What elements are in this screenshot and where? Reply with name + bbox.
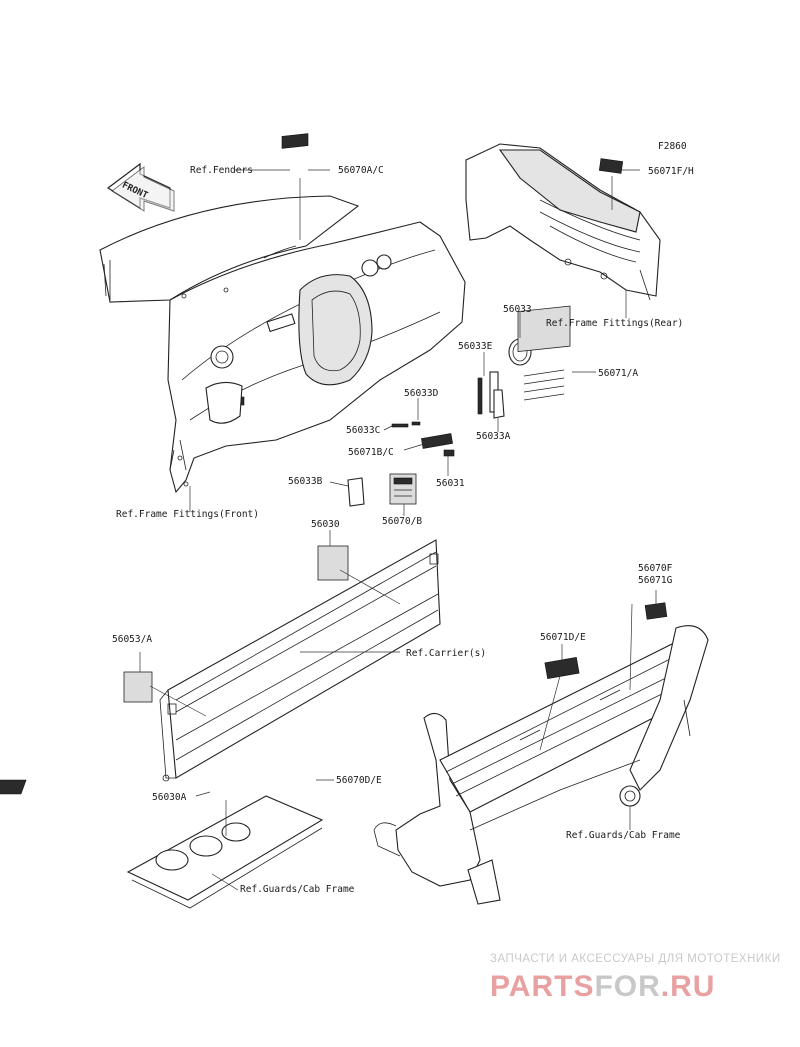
decal-56070B bbox=[389, 473, 417, 505]
label-56033A: 56033A bbox=[476, 431, 511, 442]
label-56071BC: 56071B/C bbox=[348, 447, 394, 458]
floor-plate bbox=[126, 795, 324, 909]
label-ref-guards-cab-right: Ref.Guards/Cab Frame bbox=[566, 830, 681, 841]
label-56071FH: 56071F/H bbox=[648, 166, 694, 177]
decal-56070AC bbox=[281, 133, 309, 149]
label-ref-fenders: Ref.Fenders bbox=[190, 165, 253, 176]
watermark-logo-ru: .RU bbox=[661, 970, 716, 1003]
label-56070F: 56070F bbox=[638, 563, 673, 574]
decal-56070F-56071G bbox=[644, 602, 668, 620]
decal-56071A bbox=[517, 305, 571, 401]
part-56033B bbox=[347, 477, 365, 507]
decal-56071DE bbox=[544, 656, 580, 680]
label-56071G: 56071G bbox=[638, 575, 673, 586]
cab-frame-guards bbox=[373, 625, 709, 905]
label-56071DE: 56071D/E bbox=[540, 632, 586, 643]
part-56033A bbox=[493, 389, 505, 419]
decal-56071BC bbox=[421, 433, 453, 449]
label-56053A: 56053/A bbox=[112, 634, 152, 645]
label-56030A: 56030A bbox=[152, 792, 187, 803]
label-ref-carrier: Ref.Carrier(s) bbox=[406, 648, 486, 659]
label-ref-frame-front: Ref.Frame Fittings(Front) bbox=[116, 509, 259, 520]
label-ref-guards-cab-bottom: Ref.Guards/Cab Frame bbox=[240, 884, 355, 895]
watermark: ЗАПЧАСТИ И АКСЕССУАРЫ ДЛЯ МОТОТЕХНИКИ PA… bbox=[490, 953, 781, 1003]
label-56030: 56030 bbox=[311, 519, 340, 530]
decal-56071FH bbox=[598, 158, 624, 174]
decal-56070DE bbox=[0, 779, 27, 795]
part-56033D-56033C bbox=[391, 421, 421, 428]
front-arrow-icon: FRONT bbox=[106, 162, 175, 212]
part-56031 bbox=[443, 449, 455, 457]
watermark-logo-parts: PARTS bbox=[490, 970, 594, 1003]
label-56071A: 56071/A bbox=[598, 368, 638, 379]
rear-frame-fitting bbox=[465, 143, 661, 301]
carrier-tailgate bbox=[159, 539, 441, 782]
watermark-tagline: ЗАПЧАСТИ И АКСЕССУАРЫ ДЛЯ МОТОТЕХНИКИ bbox=[490, 953, 781, 965]
label-56033B: 56033B bbox=[288, 476, 323, 487]
dashboard-panel bbox=[99, 195, 466, 494]
part-56030-square bbox=[317, 545, 349, 581]
figure-id: F2860 bbox=[658, 141, 687, 152]
leader-lines bbox=[139, 169, 657, 891]
label-56070DE: 56070D/E bbox=[336, 775, 382, 786]
label-ref-frame-rear: Ref.Frame Fittings(Rear) bbox=[546, 318, 683, 329]
label-56031: 56031 bbox=[436, 478, 465, 489]
label-56033D: 56033D bbox=[404, 388, 439, 399]
watermark-logo-for: FOR bbox=[594, 970, 660, 1003]
part-56053A-square bbox=[123, 671, 153, 703]
label-56033E: 56033E bbox=[458, 341, 493, 352]
label-56070B: 56070/B bbox=[382, 516, 422, 527]
label-56033: 56033 bbox=[503, 304, 532, 315]
watermark-logo: PARTSFOR.RU bbox=[490, 970, 715, 1003]
label-56033C: 56033C bbox=[346, 425, 380, 436]
label-56070AC: 56070A/C bbox=[338, 165, 384, 176]
